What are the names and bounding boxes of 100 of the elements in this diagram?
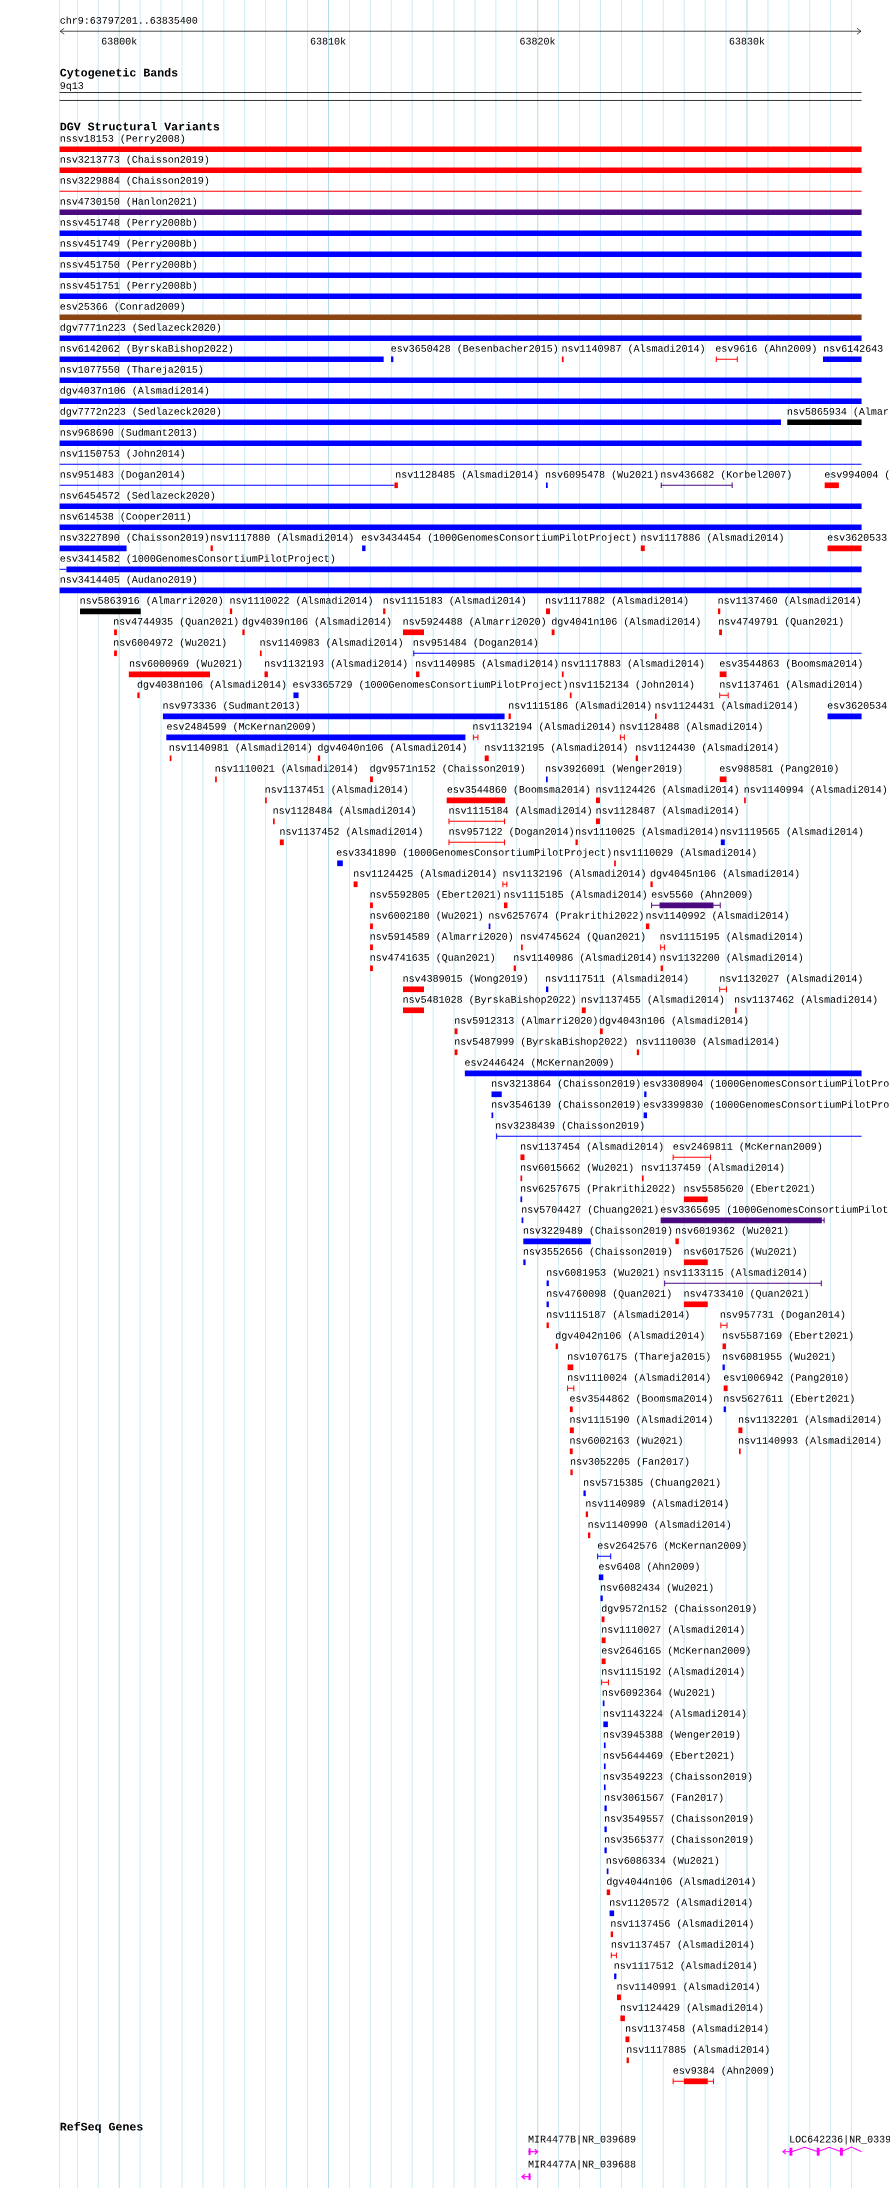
- variant-label: nsv1132200 (Alsmadi2014): [660, 953, 803, 963]
- variant-label: nsv4730150 (Hanlon2021): [60, 197, 197, 207]
- variant-label: nsv1137454 (Alsmadi2014): [521, 1142, 663, 1152]
- variant-label: nsv3414405 (Audano2019): [60, 575, 197, 585]
- variant-label: esv3620534: [827, 702, 887, 709]
- variant-label: nsv973336 (Sudmant2013): [163, 701, 299, 711]
- variant-label: nsv6081955 (Wu2021): [723, 1352, 835, 1362]
- variant-label: nsv1119565 (Alsmadi2014): [720, 827, 863, 837]
- variant-label: nsv1132027 (Alsmadi2014): [720, 974, 862, 984]
- variant-label: nsv6017526 (Wu2021): [684, 1247, 796, 1257]
- scale-label: 63800k: [101, 37, 137, 45]
- variant-label: nsv5481028 (ByrskaBishop2022): [403, 995, 575, 1005]
- variant-label: nsv957731 (Dogan2014): [720, 1310, 845, 1320]
- variant-label: nsv1115192 (Alsmadi2014): [602, 1667, 744, 1677]
- variant-label: nssv451748 (Perry2008b): [60, 218, 197, 228]
- variant-label: nsv968690 (Sudmant2013): [60, 428, 197, 438]
- variant-label: nsv436682 (Korbel2007): [661, 470, 791, 480]
- variant-label: nsv1132193 (Alsmadi2014): [265, 659, 407, 669]
- variant-label: esv2469811 (McKernan2009): [673, 1142, 822, 1152]
- variant-label: nssv18153 (Perry2008): [60, 134, 185, 144]
- variant-label: nsv6257674 (Prakrithi2022): [489, 911, 643, 921]
- variant-label: nsv1115190 (Alsmadi2014): [570, 1415, 712, 1425]
- variant-label: nsv4760098 (Quan2021): [547, 1289, 671, 1299]
- variant-label: nsv1110025 (Alsmadi2014): [576, 827, 718, 837]
- variant-label: nsv1128484 (Alsmadi2014): [273, 806, 415, 816]
- variant-label: esv2642576 (McKernan2009): [597, 1541, 746, 1551]
- variant-label: nsv1152134 (John2014): [569, 680, 694, 690]
- variant-label: nsv1132195 (Alsmadi2014): [485, 743, 627, 753]
- variant-label: nsv3213864 (Chaisson2019): [492, 1079, 640, 1089]
- variant-label: nsv1117880 (Alsmadi2014): [211, 533, 353, 543]
- variant-label: esv3650428 (Besenbacher2015): [391, 344, 558, 354]
- variant-label: nsv5644469 (Ebert2021): [603, 1751, 734, 1761]
- variant-label: nsv3213773 (Chaisson2019): [60, 155, 209, 165]
- variant-label: nsv1117886 (Alsmadi2014): [641, 533, 783, 543]
- variant-label: nsv1132201 (Alsmadi2014): [738, 1415, 881, 1425]
- track-title: Cytogenetic Bands: [60, 68, 178, 79]
- variant-label: nsv5863916 (Almarri2020): [80, 596, 222, 606]
- variant-label: esv6408 (Ahn2009): [599, 1562, 699, 1572]
- variant-label: nsv3546139 (Chaisson2019): [492, 1100, 640, 1110]
- variant-label: nsv6086334 (Wu2021): [606, 1856, 719, 1866]
- variant-label: nsv1110027 (Alsmadi2014): [602, 1625, 744, 1635]
- variant-label: nsv1137462 (Alsmadi2014): [734, 995, 877, 1005]
- variant-label: esv9616 (Ahn2009): [716, 344, 816, 354]
- variant-label: nsv1140994 (Alsmadi2014): [744, 785, 887, 795]
- variant-label: nsv951483 (Dogan2014): [60, 470, 185, 480]
- variant-label: nsv4733410 (Quan2021): [684, 1289, 808, 1299]
- variant-label: nsv1115183 (Alsmadi2014): [383, 596, 526, 606]
- variant-label: nsv1117512 (Alsmadi2014): [614, 1961, 757, 1971]
- variant-label: nsv1128487 (Alsmadi2014): [596, 806, 738, 816]
- variant-label: nsv6002163 (Wu2021): [570, 1436, 682, 1446]
- variant-label: nsv1115187 (Alsmadi2014): [547, 1310, 689, 1320]
- variant-label: nsv957122 (Dogan2014): [449, 827, 573, 837]
- variant-label: nsv1110024 (Alsmadi2014): [568, 1373, 710, 1383]
- variant-label: nsv6000969 (Wu2021): [129, 659, 242, 669]
- variant-label: nsv1124430 (Alsmadi2014): [636, 743, 778, 753]
- variant-label: nsv1128488 (Alsmadi2014): [620, 722, 762, 732]
- gene-label: MIR4477A|NR_039688: [528, 2160, 636, 2170]
- gene-label: MIR4477B|NR_039689: [528, 2135, 636, 2145]
- variant-label: nsv6092364 (Wu2021): [602, 1688, 715, 1698]
- variant-label: esv2484599 (McKernan2009): [167, 722, 315, 732]
- variant-label: nsv6095478 (Wu2021): [545, 470, 658, 480]
- variant-label: esv9384 (Ahn2009): [673, 2066, 774, 2076]
- variant-label: dgv4040n106 (Alsmadi2014): [318, 743, 466, 753]
- variant-label: nsv5627611 (Ebert2021): [724, 1394, 854, 1404]
- variant-label: nsv1128485 (Alsmadi2014): [396, 470, 538, 480]
- variant-label: esv3544862 (Boomsma2014): [570, 1394, 712, 1404]
- variant-label: nsv5487999 (ByrskaBishop2022): [455, 1037, 627, 1047]
- variant-label: nsv1140991 (Alsmadi2014): [617, 1982, 759, 1992]
- variant-label: nsv3926091 (Wenger2019): [545, 764, 682, 774]
- variant-label: nsv5704427 (Chuang2021): [522, 1205, 658, 1215]
- variant-label: nsv6142643: [824, 345, 883, 352]
- variant-label: nsv1110030 (Alsmadi2014): [636, 1037, 779, 1047]
- variant-label: nsv4389015 (Wong2019): [403, 974, 527, 984]
- variant-label: nsv6257675 (Prakrithi2022): [521, 1184, 675, 1194]
- variant-label: nsv1133115 (Alsmadi2014): [664, 1268, 807, 1278]
- variant-label: nsv3052205 (Fan2017): [570, 1457, 689, 1467]
- variant-label: nsv3229884 (Chaisson2019): [60, 176, 209, 186]
- variant-label: nsv3227890 (Chaisson2019): [60, 533, 209, 543]
- variant-label: nsv951484 (Dogan2014): [413, 638, 538, 648]
- variant-label: nsv5715385 (Chuang2021): [584, 1478, 720, 1488]
- variant-label: nsv5924488 (Almarri2020): [403, 617, 545, 627]
- variant-label: nsv1140981 (Alsmadi2014): [169, 743, 312, 753]
- variant-label: esv3365729 (1000GenomesConsortiumPilotProject): [293, 680, 567, 690]
- variant-label: nsv5585620 (Ebert2021): [684, 1184, 814, 1194]
- variant-label: dgv4041n106 (Alsmadi2014): [552, 617, 700, 627]
- variant-label: nsv1124426 (Alsmadi2014): [596, 785, 738, 795]
- variant-label: esv994004 (: [825, 470, 889, 480]
- variant-label: esv25366 (Conrad2009): [60, 302, 185, 312]
- variant-label: nsv1132196 (Alsmadi2014): [503, 869, 645, 879]
- variant-label: nsv6015662 (Wu2021): [521, 1163, 633, 1173]
- variant-label: nsv3238439 (Chaisson2019): [496, 1121, 644, 1131]
- variant-label: nsv5587169 (Ebert2021): [723, 1331, 853, 1341]
- variant-label: dgv4037n106 (Alsmadi2014): [60, 386, 209, 396]
- variant-label: nsv1077550 (Thareja2015): [60, 365, 203, 375]
- variant-label: nsv3229489 (Chaisson2019): [523, 1226, 672, 1236]
- variant-label: nssv451751 (Perry2008b): [60, 281, 197, 291]
- variant-label: esv988581 (Pang2010): [720, 764, 838, 774]
- variant-label: nsv6454572 (Sedlazeck2020): [60, 491, 215, 501]
- variant-label: nsv1115184 (Alsmadi2014): [449, 806, 591, 816]
- variant-label: dgv4045n106 (Alsmadi2014): [650, 869, 799, 879]
